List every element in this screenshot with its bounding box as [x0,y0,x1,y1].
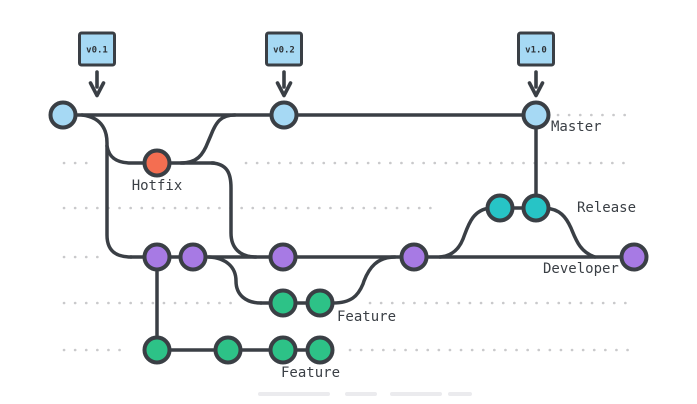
commit-node-hotfix-1 [142,148,172,178]
branch-path-master-to-developer [80,113,133,259]
version-tag-v1-0: v1.0 [517,31,555,98]
commit-node-developer-1 [142,242,172,272]
branch-path-hotfix-to-developer [210,161,258,259]
tag-label-v0-2: v0.2 [273,46,295,56]
cropped-caption-fragment [258,392,472,396]
commit-node-developer-2 [178,242,208,272]
tag-arrow-down-icon [275,70,293,98]
tag-box-v1-0 [517,31,555,67]
branch-label-feature-bottom: Feature [281,365,340,381]
commit-node-feature-bottom-3 [268,335,298,365]
tag-label-v1-0: v1.0 [525,46,547,56]
branch-label-feature-top: Feature [337,309,396,325]
tag-arrow-down-icon [88,70,106,98]
commit-node-master-2 [269,100,299,130]
release-commit-nodes [485,193,551,223]
commit-node-developer-3 [268,242,298,272]
commit-node-feature-bottom-4 [305,335,335,365]
version-tag-v0-1: v0.1 [78,31,116,98]
tag-label-v0-1: v0.1 [86,46,108,56]
branch-label-master: Master [551,119,602,135]
branch-labels: Master Hotfix Release Developer Feature … [132,119,636,381]
branch-label-developer: Developer [543,261,619,277]
tag-box-v0-1 [78,31,116,67]
commit-node-feature-bottom-2 [213,335,243,365]
branch-path-developer-to-feature-top [207,255,263,305]
commit-node-developer-4 [399,242,429,272]
dotted-guide-tracks [62,113,632,352]
master-commit-nodes [48,100,551,130]
branch-path-release-to-developer [543,206,597,259]
feature-commit-nodes [142,288,335,365]
commit-node-release-2 [521,193,551,223]
commit-node-release-1 [485,193,515,223]
commit-node-developer-5 [619,242,649,272]
tag-box-v0-2 [265,31,303,67]
version-tag-v0-2: v0.2 [265,31,303,98]
commit-node-master-3 [521,100,551,130]
branch-path-into-hotfix [105,144,216,165]
commit-node-feature-top-2 [305,288,335,318]
developer-commit-nodes [142,242,649,272]
branch-path-developer-to-release [438,206,492,259]
commit-node-feature-top-1 [268,288,298,318]
commit-node-feature-bottom-1 [142,335,172,365]
branch-label-hotfix: Hotfix [132,178,183,194]
branch-path-hotfix-to-master [179,113,237,165]
hotfix-commit-nodes [142,148,172,178]
branch-path-feature-top-to-developer [331,255,397,305]
tag-arrow-down-icon [527,70,545,98]
version-tags: v0.1 v0.2 v1.0 [78,31,555,98]
commit-node-master-1 [48,100,78,130]
branch-label-release: Release [577,200,636,216]
